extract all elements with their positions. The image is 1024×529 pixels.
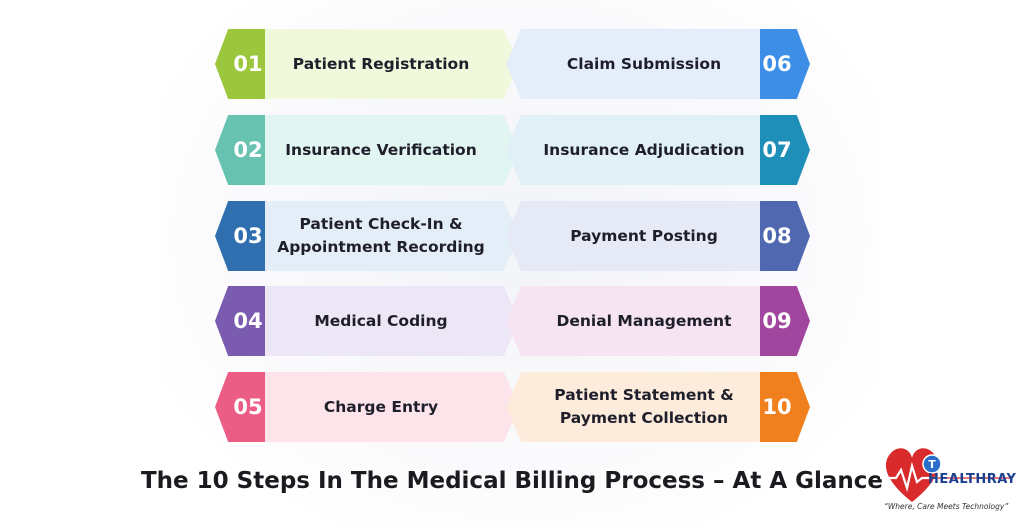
step-label-box: Denial Management: [506, 286, 760, 356]
logo-name: HEALTHRAY: [928, 472, 1017, 487]
page-title: The 10 Steps In The Medical Billing Proc…: [140, 468, 884, 494]
step-label-box: Medical Coding: [265, 286, 519, 356]
logo-circle-icon: [922, 454, 942, 474]
step-label-box: Patient Registration: [265, 29, 519, 99]
step-label-box: Patient Statement & Payment Collection: [506, 372, 760, 442]
step-label-box: Payment Posting: [506, 201, 760, 271]
step-label-box: Insurance Verification: [265, 115, 519, 185]
step-label: Denial Management: [556, 311, 732, 330]
step-08: 08 Payment Posting: [506, 201, 810, 271]
step-label: Insurance Adjudication: [543, 140, 745, 159]
svg-text:T: T: [928, 458, 936, 471]
step-label: Patient Statement & Payment Collection: [554, 386, 734, 427]
step-number-badge: 09: [750, 286, 810, 356]
step-label-box: Patient Check-In & Appointment Recording: [265, 201, 519, 271]
step-number-badge: 08: [750, 201, 810, 271]
healthray-logo-icon: T: [880, 448, 1010, 502]
step-label-box: Insurance Adjudication: [506, 115, 760, 185]
step-10: 10 Patient Statement & Payment Collection: [506, 372, 810, 442]
step-07: 07 Insurance Adjudication: [506, 115, 810, 185]
step-label: Insurance Verification: [285, 140, 477, 159]
step-label-box: Claim Submission: [506, 29, 760, 99]
pulse-line: [880, 461, 938, 493]
step-label: Medical Coding: [314, 311, 448, 330]
step-number-badge: 06: [750, 29, 810, 99]
step-label: Charge Entry: [323, 397, 439, 416]
step-label: Payment Posting: [570, 226, 718, 245]
step-label-box: Charge Entry: [265, 372, 519, 442]
step-number-badge: 07: [750, 115, 810, 185]
step-06: 06 Claim Submission: [506, 29, 810, 99]
step-label: Patient Check-In & Appointment Recording: [277, 215, 485, 256]
logo-tagline: “Where, Care Meets Technology”: [884, 502, 1009, 511]
step-09: 09 Denial Management: [506, 286, 810, 356]
step-label: Patient Registration: [292, 54, 470, 73]
step-label: Claim Submission: [566, 54, 722, 73]
step-number-badge: 10: [750, 372, 810, 442]
